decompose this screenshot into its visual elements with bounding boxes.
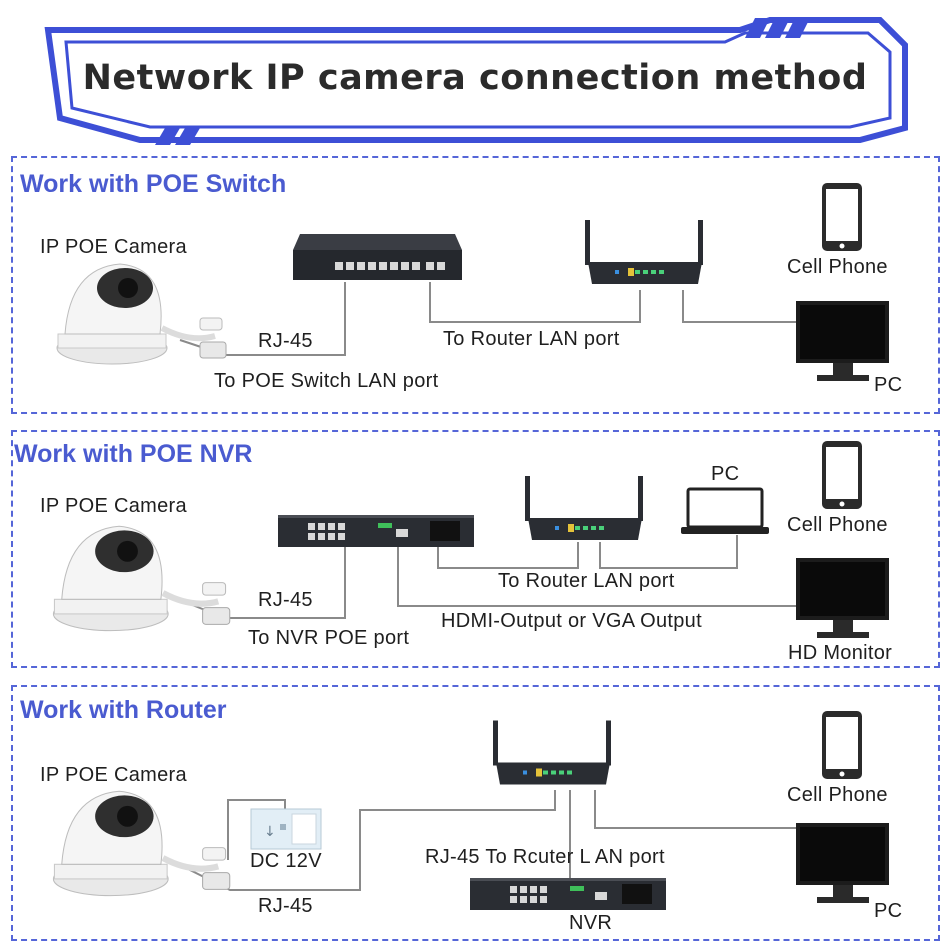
camera-icon	[56, 263, 227, 365]
cell-phone-icon	[822, 183, 862, 251]
label-router-port: To Router LAN port	[498, 570, 675, 592]
label-camera: IP POE Camera	[40, 764, 187, 786]
router-icon	[585, 220, 703, 284]
label-camera: IP POE Camera	[40, 495, 187, 517]
wire-camera-dc	[227, 799, 286, 860]
section-title-poe-nvr: Work with POE NVR	[14, 440, 253, 468]
label-cell-phone: Cell Phone	[787, 784, 888, 806]
monitor-icon	[796, 558, 889, 638]
label-pc: PC	[874, 900, 903, 922]
title-banner-frame	[44, 17, 908, 145]
label-dc-12v: DC 12V	[250, 850, 322, 872]
laptop-icon	[681, 487, 769, 534]
label-hd-monitor: HD Monitor	[788, 642, 893, 664]
camera-icon	[52, 525, 231, 632]
label-switch-port: To POE Switch LAN port	[214, 370, 439, 392]
monitor-icon	[796, 823, 889, 903]
label-router-port: RJ-45 To Rcuter L AN port	[425, 846, 665, 868]
label-hdmi-output: HDMI-Output or VGA Output	[441, 610, 702, 632]
svg-text:↓: ↓	[264, 824, 276, 840]
monitor-icon	[796, 301, 889, 381]
wire-router-laptop	[599, 535, 738, 569]
label-cell-phone: Cell Phone	[787, 514, 888, 536]
dc-adapter-icon: ↓	[250, 808, 322, 850]
section-title-router: Work with Router	[20, 696, 227, 724]
cell-phone-icon	[822, 711, 862, 779]
poe-switch-icon	[293, 234, 462, 280]
wire-router-pc	[682, 290, 800, 323]
label-router-port: To Router LAN port	[443, 328, 620, 350]
label-nvr-port: To NVR POE port	[248, 627, 410, 649]
section-title-poe-switch: Work with POE Switch	[20, 170, 287, 198]
section-poe-switch	[11, 156, 940, 414]
nvr-icon	[278, 515, 474, 547]
label-rj45: RJ-45	[258, 330, 313, 352]
cell-phone-icon	[822, 441, 862, 509]
router-icon	[493, 720, 611, 785]
wire-nvr-monitor	[397, 545, 800, 607]
label-nvr: NVR	[569, 912, 613, 934]
section-poe-nvr	[11, 430, 940, 668]
nvr-icon	[470, 878, 666, 910]
label-cell-phone: Cell Phone	[787, 256, 888, 278]
wire-switch-router	[429, 282, 641, 323]
label-camera: IP POE Camera	[40, 236, 187, 258]
wire-router-pc	[594, 790, 800, 829]
camera-icon	[52, 790, 231, 897]
label-rj45: RJ-45	[258, 589, 313, 611]
router-icon	[525, 476, 643, 540]
label-laptop-pc: PC	[711, 463, 740, 485]
page-title: Network IP camera connection method	[82, 58, 868, 98]
label-rj45: RJ-45	[258, 895, 313, 917]
section-router	[11, 685, 940, 941]
label-pc: PC	[874, 374, 903, 396]
wire-nvr-router	[437, 542, 579, 569]
